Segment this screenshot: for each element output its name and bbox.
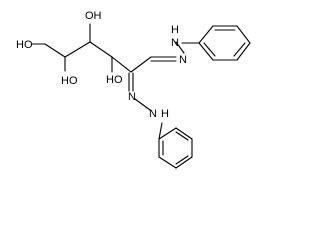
bond-c3-c2 [111,56,132,73]
phenyl-ring-lower [158,127,193,169]
phenyl-ring-upper [198,25,251,61]
bond-n2-nh [134,98,151,111]
hydroxyl-label-c4: OH [85,10,102,22]
bond-c5-c4 [64,41,91,58]
amine-h-label-lower: H [161,108,169,120]
hydroxyl-label-c3: HO [106,74,123,86]
hydroxyl-label-c6: HO [16,39,33,51]
bond-n1-nh [175,41,185,54]
hydroxyl-label-c5: HO [61,75,78,87]
bond-nh-ph2 [158,122,163,140]
bond-c6-c5 [44,43,66,58]
amine-n-label-lower: N [149,108,157,120]
structure-diagram: HO OH HO HO N N H N N H [16,10,251,169]
bond-c2-c1 [130,56,152,73]
amine-n-label-upper: N [171,37,179,49]
imine-n-label-lower: N [128,91,136,103]
amine-h-label-upper: H [171,24,179,36]
imine-n-label-upper: N [179,54,187,66]
bond-c4-c3 [89,41,113,58]
